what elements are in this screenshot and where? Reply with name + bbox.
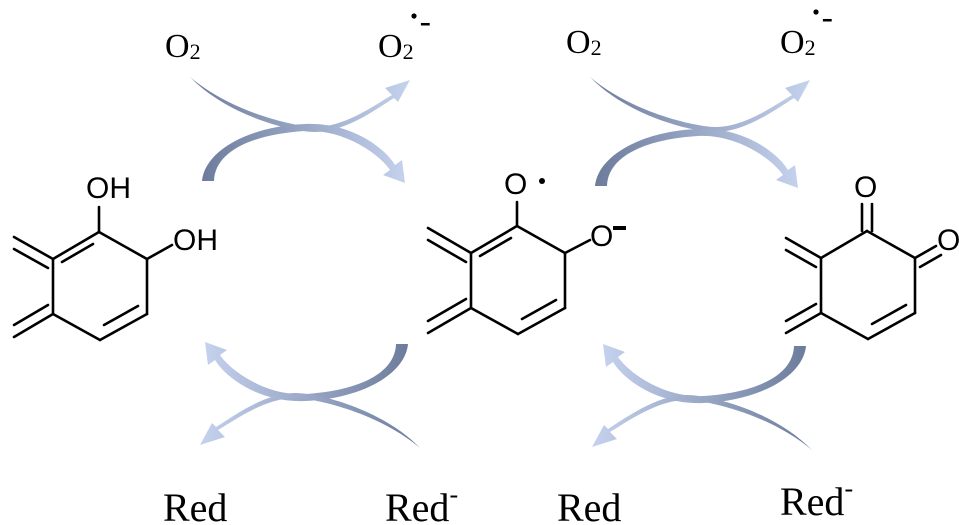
phenol-to-radical-arrow [202, 123, 405, 183]
superoxide-label: O2- [378, 3, 431, 65]
oxygen-radical-label: O [504, 168, 527, 201]
radical-dot [813, 9, 819, 15]
reduced-reductant-label: Red- [385, 480, 458, 525]
carbonyl-oxygen-label-top: O [854, 171, 877, 204]
reductant-label: Red [557, 485, 621, 525]
reduced-reductant-label: Red- [780, 474, 853, 524]
reductant-label: Red [163, 485, 227, 525]
quinone-to-red-arrow [592, 395, 812, 450]
radical-to-red-arrow [200, 393, 420, 448]
radical-to-quinone-arrow [595, 128, 798, 188]
oxygen-to-superoxide-arrow [190, 77, 410, 132]
oxygen-to-superoxide-arrow [590, 77, 810, 132]
oxygen-label: O2 [165, 28, 201, 65]
radical-dot [411, 13, 417, 19]
catechol-structure [12, 205, 174, 342]
red-to-quinone-arrow [603, 344, 806, 404]
oxide-anion-label: O [590, 220, 613, 253]
radical-dot [539, 178, 545, 184]
superoxide-label: O2- [780, 0, 833, 61]
quinone-structure [784, 202, 943, 341]
carbonyl-oxygen-label-right: O [937, 224, 959, 257]
oxygen-label: O2 [566, 24, 602, 61]
hydroxyl-label-top: OH [86, 172, 131, 205]
negative-charge [613, 226, 626, 230]
red-to-radical-arrow [205, 342, 408, 402]
hydroxyl-label-right: OH [173, 224, 218, 257]
semiquinone-structure [426, 200, 592, 336]
